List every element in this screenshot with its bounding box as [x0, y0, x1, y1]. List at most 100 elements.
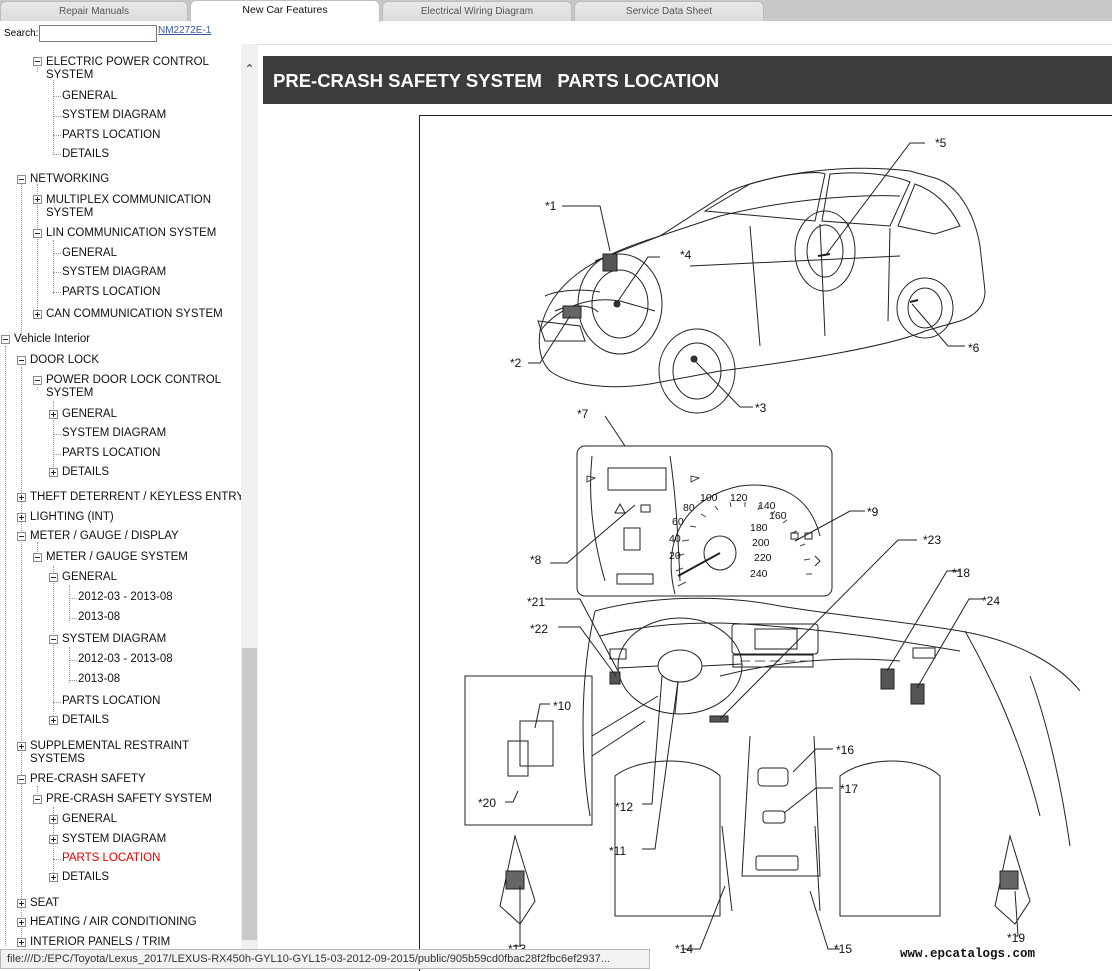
navigation-tree: ELECTRIC POWER CONTROL SYSTEM GENERAL SY… — [0, 44, 258, 949]
gauge-number: 160 — [769, 510, 787, 522]
tree-parts-location-selected[interactable]: PARTS LOCATION — [62, 852, 161, 864]
tree-interior-panels-trim[interactable]: INTERIOR PANELS / TRIM — [30, 936, 171, 948]
tree-networking[interactable]: NETWORKING — [30, 173, 110, 185]
callout-22: *22 — [530, 622, 549, 636]
callout-1: *1 — [545, 199, 557, 213]
tree-general[interactable]: GENERAL — [62, 813, 117, 825]
gauge-number: 120 — [730, 492, 748, 504]
expand-toggle[interactable] — [17, 938, 26, 947]
tree-meter-gauge-system[interactable]: METER / GAUGE SYSTEM — [46, 551, 188, 563]
expand-toggle[interactable] — [49, 815, 58, 824]
tree-details[interactable]: DETAILS — [62, 466, 110, 478]
collapse-toggle[interactable] — [33, 376, 42, 385]
tree-general[interactable]: GENERAL — [62, 90, 117, 102]
tree-pre-crash-safety[interactable]: PRE-CRASH SAFETY — [30, 773, 146, 785]
document-code-link[interactable]: NM2272E-1 — [158, 25, 212, 36]
tree-details[interactable]: DETAILS — [62, 148, 110, 160]
tree-door-lock[interactable]: DOOR LOCK — [30, 354, 100, 366]
callout-12: *12 — [615, 800, 634, 814]
tree-general[interactable]: GENERAL — [62, 408, 117, 420]
status-bar: file:///D:/EPC/Toyota/Lexus_2017/LEXUS-R… — [0, 949, 650, 969]
tab-service-data-sheet[interactable]: Service Data Sheet — [574, 1, 764, 21]
collapse-toggle[interactable] — [17, 775, 26, 784]
tree-date-range[interactable]: 2012-03 - 2013-08 — [78, 591, 173, 603]
tree-date-range[interactable]: 2012-03 - 2013-08 — [78, 653, 173, 665]
tree-electric-power-control[interactable]: ELECTRIC POWER CONTROL SYSTEM — [46, 56, 209, 81]
tree-system-diagram[interactable]: SYSTEM DIAGRAM — [62, 109, 167, 121]
scroll-up-arrow-icon[interactable]: ⌃ — [244, 62, 255, 76]
tree-lighting-int[interactable]: LIGHTING (INT) — [30, 511, 114, 523]
tree-parts-location[interactable]: PARTS LOCATION — [62, 286, 161, 298]
tree-general[interactable]: GENERAL — [62, 571, 117, 583]
gauge-number: 60 — [672, 516, 684, 528]
collapse-toggle[interactable] — [33, 57, 42, 66]
collapse-toggle[interactable] — [17, 532, 26, 541]
expand-toggle[interactable] — [49, 468, 58, 477]
tree-meter-gauge-display[interactable]: METER / GAUGE / DISPLAY — [30, 530, 179, 542]
tree-can-communication[interactable]: CAN COMMUNICATION SYSTEM — [46, 308, 223, 320]
expand-toggle[interactable] — [33, 195, 42, 204]
tree-multiplex-communication[interactable]: MULTIPLEX COMMUNICATION SYSTEM — [46, 194, 212, 219]
callout-10: *10 — [553, 699, 572, 713]
tab-electrical-wiring-diagram[interactable]: Electrical Wiring Diagram — [382, 1, 572, 21]
collapse-toggle[interactable] — [17, 356, 26, 365]
search-input[interactable] — [39, 25, 157, 42]
callout-7: *7 — [577, 407, 589, 421]
expand-toggle[interactable] — [17, 493, 26, 502]
expand-toggle[interactable] — [49, 410, 58, 419]
expand-toggle[interactable] — [49, 835, 58, 844]
tab-new-car-features[interactable]: New Car Features — [190, 0, 380, 22]
tree-parts-location[interactable]: PARTS LOCATION — [62, 447, 161, 459]
tree-date[interactable]: 2013-08 — [78, 611, 121, 623]
tree-general[interactable]: GENERAL — [62, 247, 117, 259]
collapse-toggle[interactable] — [33, 795, 42, 804]
expand-toggle[interactable] — [49, 716, 58, 725]
tree-parts-location[interactable]: PARTS LOCATION — [62, 695, 161, 707]
tree-theft-deterrent[interactable]: THEFT DETERRENT / KEYLESS ENTRY — [30, 491, 245, 503]
callout-21: *21 — [527, 595, 546, 609]
gauge-number: 140 — [758, 500, 776, 512]
expand-toggle[interactable] — [17, 899, 26, 908]
expand-toggle[interactable] — [17, 918, 26, 927]
tree-system-diagram[interactable]: SYSTEM DIAGRAM — [62, 427, 167, 439]
collapse-toggle[interactable] — [33, 229, 42, 238]
collapse-toggle[interactable] — [49, 573, 58, 582]
tree-heating-air-conditioning[interactable]: HEATING / AIR CONDITIONING — [30, 916, 197, 928]
tree-date[interactable]: 2013-08 — [78, 673, 121, 685]
watermark-text: www.epcatalogs.com — [900, 947, 1036, 961]
tree-details[interactable]: DETAILS — [62, 871, 110, 883]
callout-19: *19 — [1007, 931, 1026, 945]
collapse-toggle[interactable] — [49, 635, 58, 644]
expand-toggle[interactable] — [33, 310, 42, 319]
tree-details[interactable]: DETAILS — [62, 714, 110, 726]
tree-seat[interactable]: SEAT — [30, 897, 60, 909]
gauge-number: 100 — [700, 492, 718, 504]
expand-toggle[interactable] — [17, 513, 26, 522]
expand-toggle[interactable] — [17, 742, 26, 751]
collapse-toggle[interactable] — [33, 553, 42, 562]
gauge-number: 20 — [669, 550, 681, 562]
search-label: Search: — [4, 28, 39, 39]
tree-power-door-lock[interactable]: POWER DOOR LOCK CONTROL SYSTEM — [46, 374, 221, 399]
tree-system-diagram[interactable]: SYSTEM DIAGRAM — [62, 833, 167, 845]
tree-parts-location[interactable]: PARTS LOCATION — [62, 129, 161, 141]
callout-3: *3 — [755, 401, 767, 415]
gauge-number: 240 — [750, 568, 768, 580]
callout-18: *18 — [952, 566, 971, 580]
callout-5: *5 — [935, 136, 947, 150]
search-row: Search: NM2272E-1 — [0, 22, 1112, 44]
callout-17: *17 — [840, 782, 859, 796]
collapse-toggle[interactable] — [1, 335, 10, 344]
collapse-toggle[interactable] — [17, 175, 26, 184]
callout-15: *15 — [834, 942, 853, 956]
tree-lin-communication[interactable]: LIN COMMUNICATION SYSTEM — [46, 227, 217, 239]
scrollbar-thumb[interactable] — [242, 648, 257, 940]
tab-repair-manuals[interactable]: Repair Manuals — [0, 1, 188, 21]
expand-toggle[interactable] — [49, 873, 58, 882]
tree-vehicle-interior[interactable]: Vehicle Interior — [14, 333, 91, 345]
page-title: PRE-CRASH SAFETY SYSTEM PARTS LOCATION — [273, 70, 720, 91]
tree-supplemental-restraint[interactable]: SUPPLEMENTAL RESTRAINT SYSTEMS — [30, 740, 189, 765]
tree-pre-crash-safety-system[interactable]: PRE-CRASH SAFETY SYSTEM — [46, 793, 212, 805]
tree-system-diagram[interactable]: SYSTEM DIAGRAM — [62, 266, 167, 278]
tree-system-diagram[interactable]: SYSTEM DIAGRAM — [62, 633, 167, 645]
